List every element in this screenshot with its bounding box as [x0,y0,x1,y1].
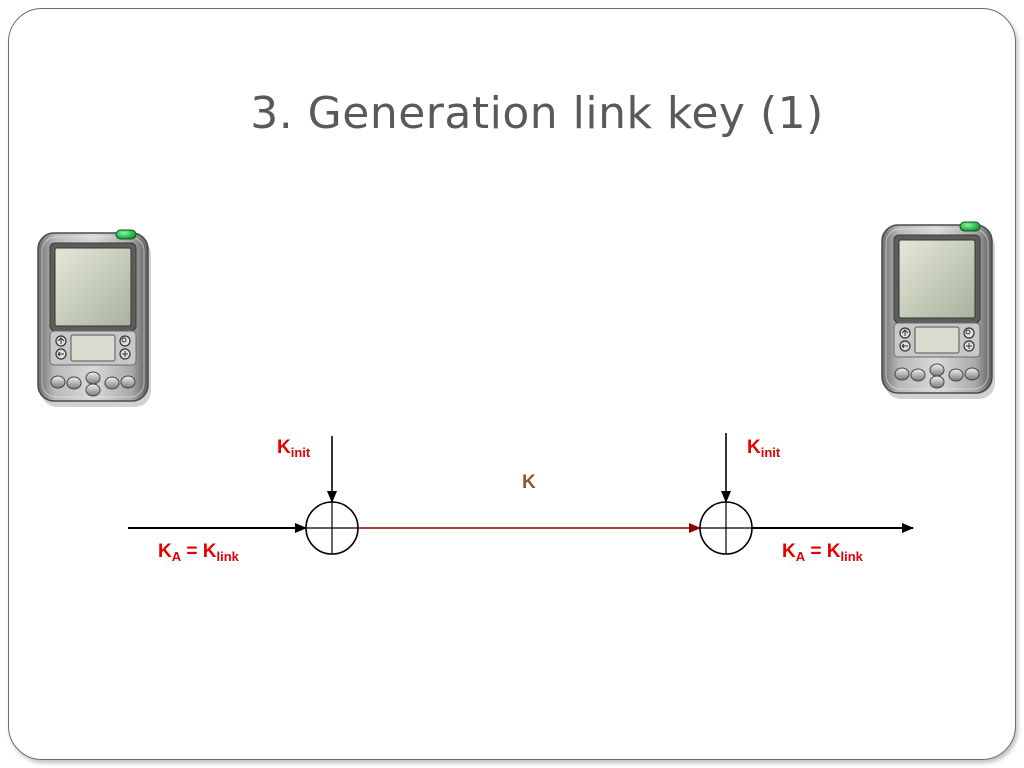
pda-device-icon [881,221,996,400]
xor-operator-left-icon [305,501,359,555]
pda-device-icon [37,229,152,408]
slide-frame [8,8,1016,760]
slide-title: 3. Generation link key (1) [250,88,824,139]
xor-operator-right-icon [699,501,753,555]
ka-klink-label-left: KA = Klink [158,541,239,564]
kinit-label-right: Kinit [747,437,781,460]
ka-klink-label-right: KA = Klink [782,541,863,564]
kinit-label-left: Kinit [277,437,311,460]
k-label: K [522,472,536,493]
